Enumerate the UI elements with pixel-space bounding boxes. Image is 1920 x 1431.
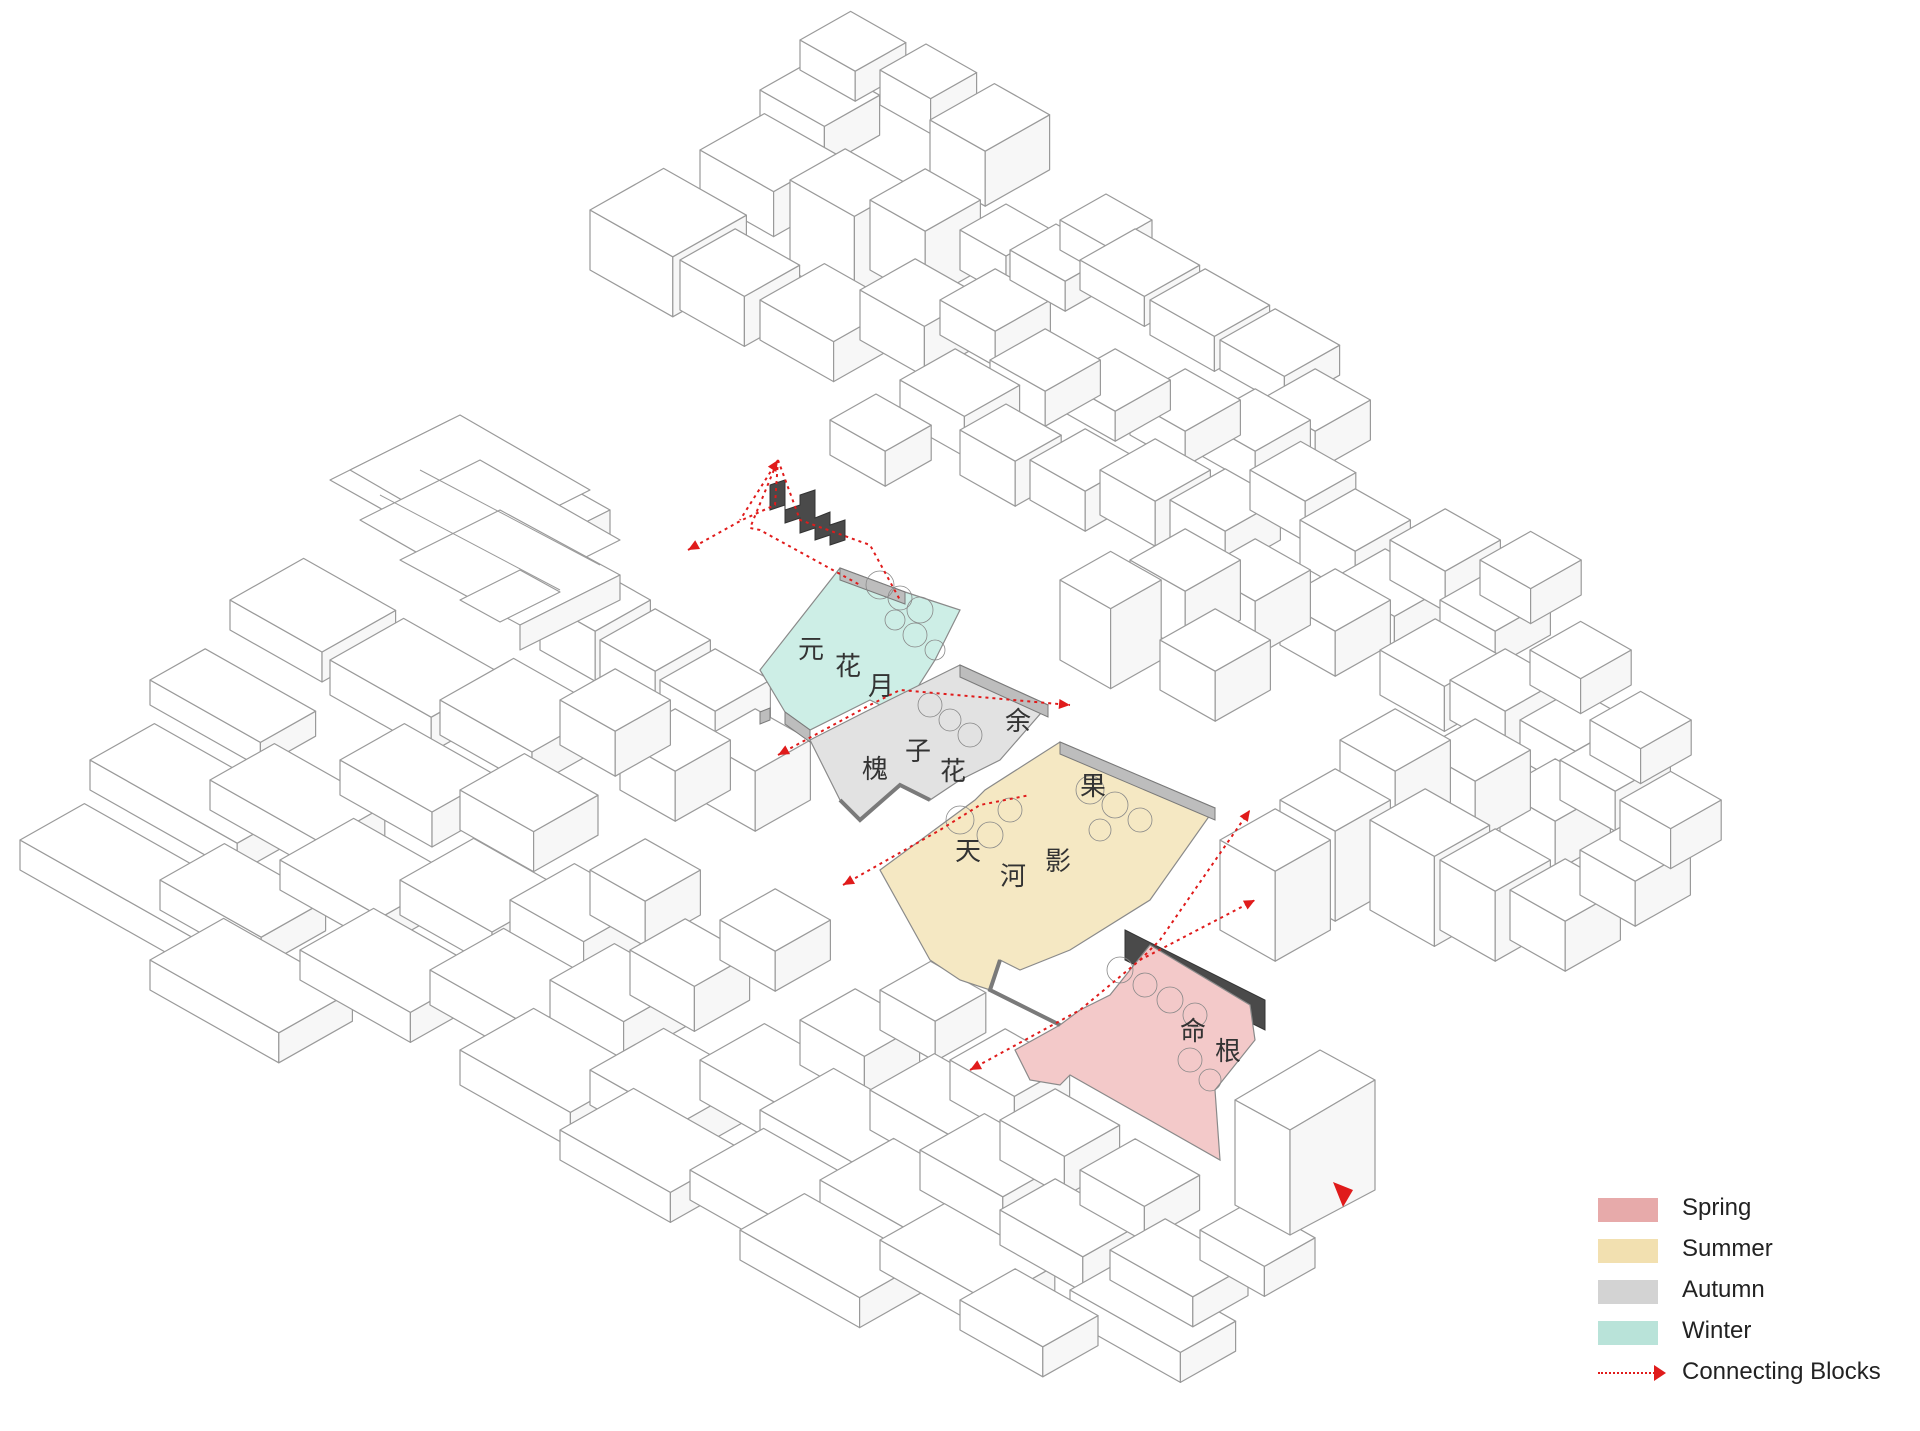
building-block [929, 82, 1051, 207]
dotted-line-icon [1598, 1372, 1658, 1374]
building-block [1529, 620, 1632, 715]
route-arrow-icon [1058, 699, 1070, 710]
legend-swatch-spring [1598, 1198, 1658, 1222]
spring-plaza: 命 根 [1014, 929, 1266, 1162]
legend-item-connecting-blocks: Connecting Blocks [1598, 1354, 1898, 1395]
surrounding-buildings [19, 10, 1722, 1384]
building-block [1219, 808, 1332, 962]
building-block [1509, 858, 1622, 972]
summer-glyph-2: 河 [1000, 862, 1026, 892]
route-arrow-icon [1242, 900, 1255, 910]
connecting-block-routes [687, 459, 1256, 1071]
autumn-glyph-2: 子 [905, 737, 931, 767]
route-arrow-icon [767, 460, 778, 472]
legend-label-summer: Summer [1682, 1235, 1773, 1262]
dark-wall-fragment [769, 479, 846, 546]
arrow-right-icon [1654, 1365, 1666, 1381]
legend-item-spring: Spring [1598, 1190, 1898, 1231]
spring-tree-cluster [1106, 956, 1222, 1092]
building-block [559, 668, 672, 777]
winter-glyph-3: 月 [868, 672, 894, 702]
connecting-route [969, 899, 1256, 1071]
legend-item-summer: Summer [1598, 1231, 1898, 1272]
building-block [1619, 770, 1722, 870]
spring-glyph-1: 命 [1180, 1017, 1206, 1047]
legend-item-winter: Winter [1598, 1313, 1898, 1354]
building-block [999, 1088, 1121, 1198]
connecting-route [1139, 809, 1251, 961]
connecting-route [777, 688, 1071, 756]
summer-glyph-1: 天 [955, 837, 981, 867]
building-block [719, 888, 832, 992]
building-block [1159, 608, 1272, 722]
building-block [1579, 818, 1692, 927]
connecting-route [842, 794, 1031, 886]
connecting-route [687, 459, 861, 586]
route-arrow-icon [688, 540, 701, 550]
building-block [629, 918, 751, 1033]
building-block [459, 752, 599, 873]
connecting-route [739, 459, 779, 521]
summer-glyph-4: 果 [1080, 772, 1106, 802]
route-arrow-icon [843, 875, 856, 885]
building-block [589, 838, 702, 947]
legend-label-spring: Spring [1682, 1194, 1752, 1221]
legend: Spring Summer Autumn Winter Connecting B… [1598, 1190, 1898, 1395]
summer-plaza: 天 河 影 果 [879, 741, 1216, 991]
legend-swatch-autumn [1598, 1280, 1658, 1304]
autumn-glyph-1: 槐 [862, 755, 888, 785]
building-block [879, 960, 987, 1062]
route-arrow-icon [970, 1060, 983, 1070]
building-block [959, 1268, 1099, 1378]
building-block [1589, 690, 1692, 785]
spring-glyph-2: 根 [1215, 1037, 1241, 1067]
entrance-tower [1234, 1049, 1376, 1236]
building-block [149, 917, 353, 1064]
winter-glyph-2: 花 [835, 652, 861, 682]
route-arrow-icon [778, 745, 791, 755]
legend-swatch-summer [1598, 1239, 1658, 1263]
legend-label-winter: Winter [1682, 1317, 1752, 1344]
autumn-glyph-3: 花 [940, 757, 966, 787]
connecting-route [777, 459, 901, 601]
winter-glyph-1: 元 [798, 635, 824, 665]
autumn-glyph-4: 余 [1005, 707, 1031, 737]
entrance-triangle-icon [1333, 1182, 1353, 1207]
building-block [799, 10, 907, 102]
legend-label-autumn: Autumn [1682, 1276, 1765, 1303]
legend-swatch-winter [1598, 1321, 1658, 1345]
legend-item-autumn: Autumn [1598, 1272, 1898, 1313]
route-arrow-icon [1239, 810, 1250, 822]
legend-label-connecting-blocks: Connecting Blocks [1682, 1358, 1881, 1385]
seasonal-plazas: 元 花 月 槐 子 花 余 天 [759, 567, 1266, 1162]
building-block [1199, 1200, 1316, 1298]
building-block [1479, 530, 1582, 625]
temple-complex [329, 414, 621, 651]
summer-glyph-3: 影 [1045, 847, 1071, 877]
winter-tree-cluster [865, 570, 946, 661]
building-block [1059, 550, 1162, 690]
building-block [1069, 1258, 1237, 1384]
building-block [829, 393, 932, 487]
